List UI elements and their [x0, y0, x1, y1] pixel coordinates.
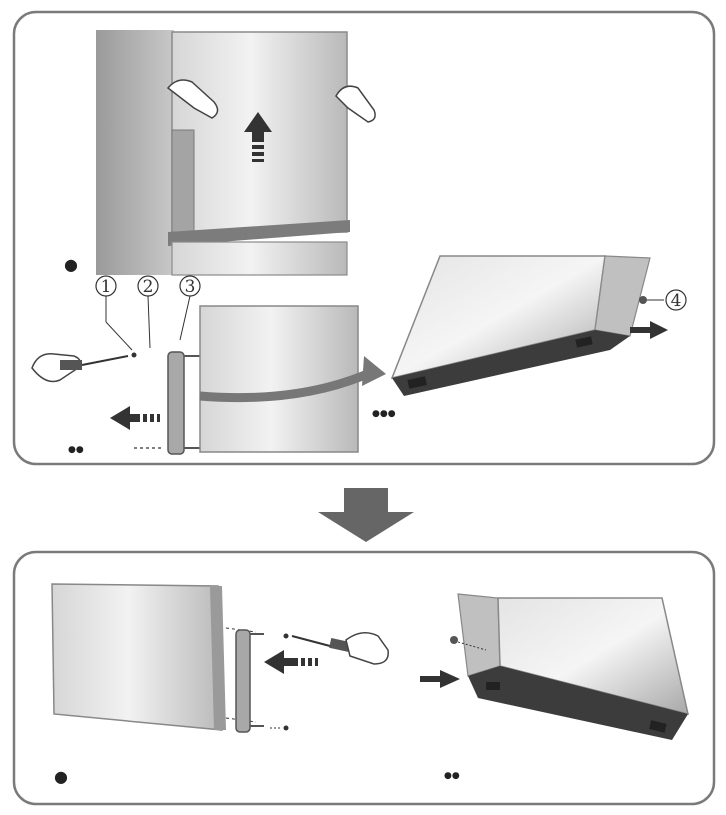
- move-arrow-head-icon: [362, 356, 386, 386]
- callout-3: 3: [179, 275, 201, 341]
- callout-2: 2: [137, 275, 159, 349]
- base-foot: [575, 336, 593, 348]
- right-arrow-icon: [420, 670, 460, 688]
- right-arrow-icon: [630, 321, 668, 339]
- hinge-pin-icon: [639, 296, 647, 304]
- svg-text:2: 2: [143, 277, 154, 297]
- top-panel: 1 2 3: [12, 10, 716, 466]
- bottom-panel: ● ●●: [12, 550, 716, 806]
- left-arrow-icon: [110, 406, 160, 430]
- step-mark-one: ●: [64, 255, 78, 274]
- screw-icon: [283, 633, 289, 639]
- door-gap: [168, 220, 350, 246]
- tilted-fridge-base-illustration: [450, 593, 689, 740]
- hand-icon: [166, 79, 219, 119]
- tilted-fridge-base: [392, 330, 630, 396]
- step-mark-two: ●●: [444, 771, 460, 781]
- screwdriver-icon: [291, 632, 389, 665]
- hand-icon: [335, 85, 376, 123]
- base-foot: [486, 682, 500, 690]
- callout-4: 4: [665, 289, 687, 311]
- svg-text:1: 1: [101, 277, 112, 297]
- lower-door-panel: [199, 305, 359, 453]
- tilted-fridge-illustration: [390, 255, 664, 396]
- fridge-base: [468, 666, 688, 740]
- svg-text:3: 3: [185, 277, 196, 297]
- door-handle-removed: [134, 351, 200, 455]
- door-panel: [51, 583, 223, 731]
- callout-1: 1: [95, 275, 133, 351]
- fridge-side-wall: [96, 30, 174, 275]
- base-foot: [649, 720, 667, 733]
- move-arrow-curve: [199, 367, 374, 403]
- door-panel-edge: [210, 586, 226, 730]
- base-foot: [407, 376, 427, 389]
- lift-up-arrow-icon: [244, 112, 272, 162]
- door-refit-illustration: [51, 583, 289, 733]
- step-mark-three: ●●●: [372, 409, 396, 419]
- screw-icon: [283, 725, 289, 731]
- left-arrow-icon: [264, 650, 318, 674]
- lower-door-illustration: [199, 305, 386, 453]
- screwdriver-icon: [31, 352, 137, 383]
- handle-bar: [235, 629, 251, 733]
- fridge-upper-door-illustration: [96, 30, 376, 276]
- svg-text:4: 4: [671, 291, 682, 311]
- upper-door-hinge-strip: [171, 129, 195, 233]
- hinge-pin-icon: [450, 636, 458, 644]
- step-mark-one: ●: [54, 767, 68, 786]
- fridge-lower-door-top: [171, 241, 348, 276]
- down-arrow-icon: [318, 488, 414, 542]
- step-mark-two: ●●: [68, 445, 84, 455]
- handle-bar: [167, 351, 185, 455]
